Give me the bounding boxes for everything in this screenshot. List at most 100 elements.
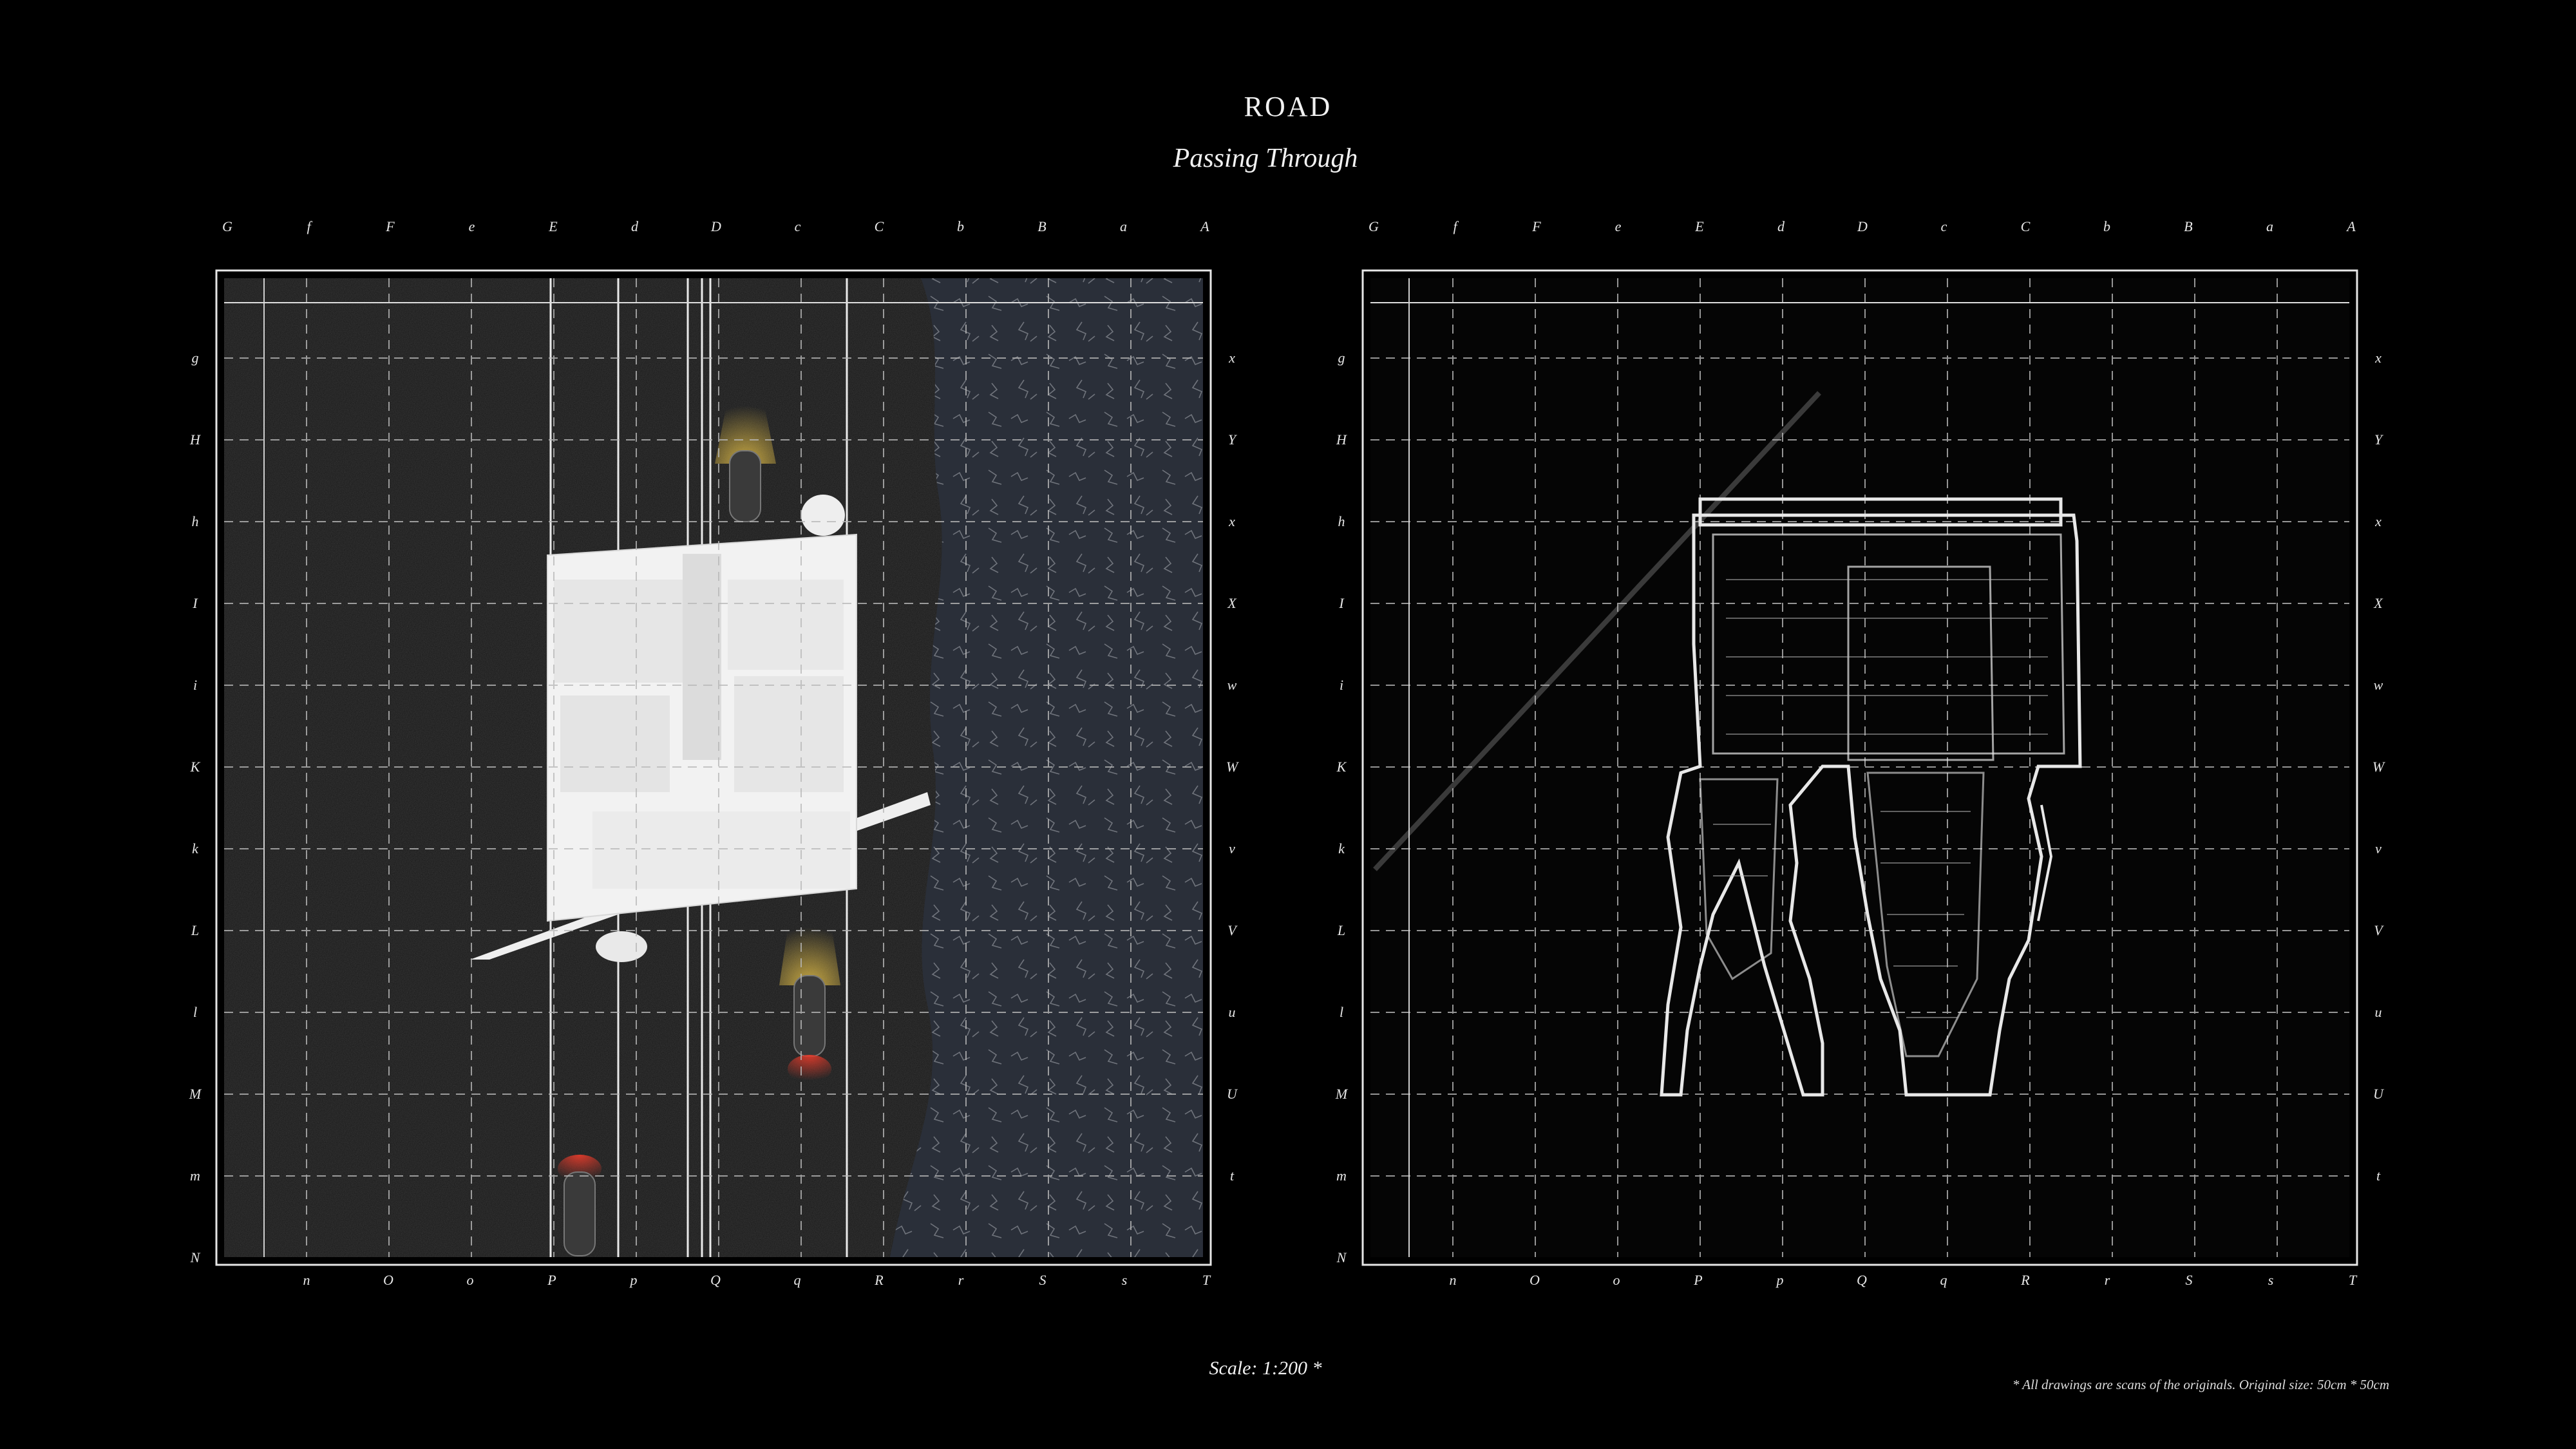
left-axis-label: L: [1337, 922, 1346, 938]
top-axis-label: a: [1120, 218, 1127, 234]
left-axis-label: m: [190, 1168, 200, 1184]
left-axis-label: h: [1338, 513, 1345, 529]
left-axis-label: L: [191, 922, 200, 938]
bottom-axis-label: q: [1940, 1272, 1947, 1288]
top-axis-label: D: [711, 218, 721, 234]
page-subtitle: Passing Through: [1173, 144, 1358, 173]
top-axis-label: f: [1453, 218, 1457, 234]
right-axis-label: V: [1227, 922, 1236, 938]
bottom-axis-label: q: [793, 1272, 801, 1288]
top-axis-label: G: [1368, 218, 1379, 234]
left-grid: [224, 278, 1203, 1257]
top-axis-label: d: [631, 218, 638, 234]
top-axis-label: D: [1857, 218, 1868, 234]
right-axis-label: Y: [1227, 431, 1236, 448]
right-axis-label: x: [1229, 513, 1235, 529]
right-axis-label: v: [1229, 840, 1235, 857]
left-axis-label: K: [190, 759, 200, 775]
top-axis-label: b: [957, 218, 964, 234]
left-axis-label: i: [193, 677, 198, 693]
bottom-axis-label: o: [466, 1272, 474, 1288]
footnote: * All drawings are scans of the original…: [2012, 1377, 2389, 1392]
bottom-axis-label: o: [1613, 1272, 1620, 1288]
right-axis-label: U: [1227, 1086, 1237, 1102]
right-axis-label: W: [2372, 759, 2385, 775]
bottom-axis-label: p: [630, 1272, 638, 1288]
right-axis-label: U: [2373, 1086, 2383, 1102]
top-axis-label: f: [307, 218, 311, 234]
right-axis-label: Y: [2374, 431, 2383, 448]
left-axis-label: N: [190, 1249, 200, 1265]
top-axis-label: e: [1615, 218, 1622, 234]
bottom-axis-label: S: [2185, 1272, 2193, 1288]
top-axis-label: c: [1940, 218, 1947, 234]
left-axis-label: N: [1336, 1249, 1347, 1265]
top-axis-label: G: [222, 218, 232, 234]
right-axis-label: W: [1226, 759, 1238, 775]
right-axis-label: x: [2375, 350, 2382, 366]
left-axis-label: I: [1339, 595, 1344, 611]
top-axis-label: F: [386, 218, 395, 234]
right-axis-label: v: [2375, 840, 2382, 857]
bottom-axis-label: s: [1121, 1272, 1128, 1288]
left-axis-label: g: [191, 350, 199, 366]
right-panel: [1361, 269, 2358, 1266]
top-axis-label: E: [1695, 218, 1704, 234]
right-axis-label: t: [1229, 1168, 1235, 1184]
left-axis-label: k: [1338, 840, 1345, 857]
left-panel: [215, 269, 1212, 1266]
left-axis-label: i: [1339, 677, 1344, 693]
left-axis-label: l: [193, 1004, 198, 1020]
right-axis-label: w: [2373, 677, 2383, 693]
bottom-axis-label: P: [547, 1272, 556, 1288]
bottom-axis-label: r: [958, 1272, 964, 1288]
bottom-axis-label: Q: [1857, 1272, 1867, 1288]
left-axis-label: g: [1338, 350, 1345, 366]
bottom-axis-label: s: [2268, 1272, 2274, 1288]
bottom-axis-label: T: [2348, 1272, 2357, 1288]
right-axis-label: w: [1227, 677, 1237, 693]
bottom-axis-label: R: [875, 1272, 884, 1288]
right-axis-label: X: [1227, 595, 1236, 611]
top-axis-label: A: [2347, 218, 2356, 234]
top-axis-label: C: [874, 218, 884, 234]
scan-outline-structure: [1660, 497, 2082, 1097]
top-axis-label: C: [2020, 218, 2031, 234]
right-axis-label: u: [2374, 1004, 2382, 1020]
right-axis-label: u: [1228, 1004, 1236, 1020]
top-axis-label: B: [2184, 218, 2193, 234]
top-axis-label: d: [1777, 218, 1785, 234]
bottom-axis-label: P: [1694, 1272, 1703, 1288]
right-axis-label: X: [2374, 595, 2383, 611]
top-axis-label: F: [1532, 218, 1541, 234]
left-axis-label: H: [1336, 431, 1347, 448]
left-axis-label: k: [192, 840, 198, 857]
left-outer-frame: [215, 269, 1212, 1266]
left-axis-label: l: [1339, 1004, 1344, 1020]
left-axis-label: K: [1336, 759, 1347, 775]
top-axis-label: e: [468, 218, 475, 234]
bottom-axis-label: n: [303, 1272, 310, 1288]
left-axis-label: I: [193, 595, 198, 611]
bottom-axis-label: Q: [710, 1272, 721, 1288]
top-axis-label: a: [2266, 218, 2273, 234]
diagonal-shadow-line: [1373, 391, 1821, 871]
bottom-axis-label: O: [1530, 1272, 1540, 1288]
scale-note: Scale: 1:200 *: [1209, 1358, 1322, 1379]
bottom-axis-label: O: [383, 1272, 393, 1288]
scan-hatching: [1713, 579, 2048, 1018]
bottom-axis-label: R: [2021, 1272, 2030, 1288]
bottom-axis-label: S: [1039, 1272, 1046, 1288]
top-axis-label: E: [549, 218, 558, 234]
right-outer-frame: [1361, 269, 2358, 1266]
top-axis-label: B: [1037, 218, 1046, 234]
right-axis-label: t: [2376, 1168, 2381, 1184]
right-grid: [1370, 278, 2349, 1257]
bottom-axis-label: n: [1449, 1272, 1457, 1288]
bottom-axis-label: p: [1776, 1272, 1784, 1288]
right-axis-label: x: [1229, 350, 1235, 366]
building-model: [470, 495, 931, 962]
right-axis-label: x: [2375, 513, 2382, 529]
page-title: ROAD: [1244, 91, 1332, 122]
